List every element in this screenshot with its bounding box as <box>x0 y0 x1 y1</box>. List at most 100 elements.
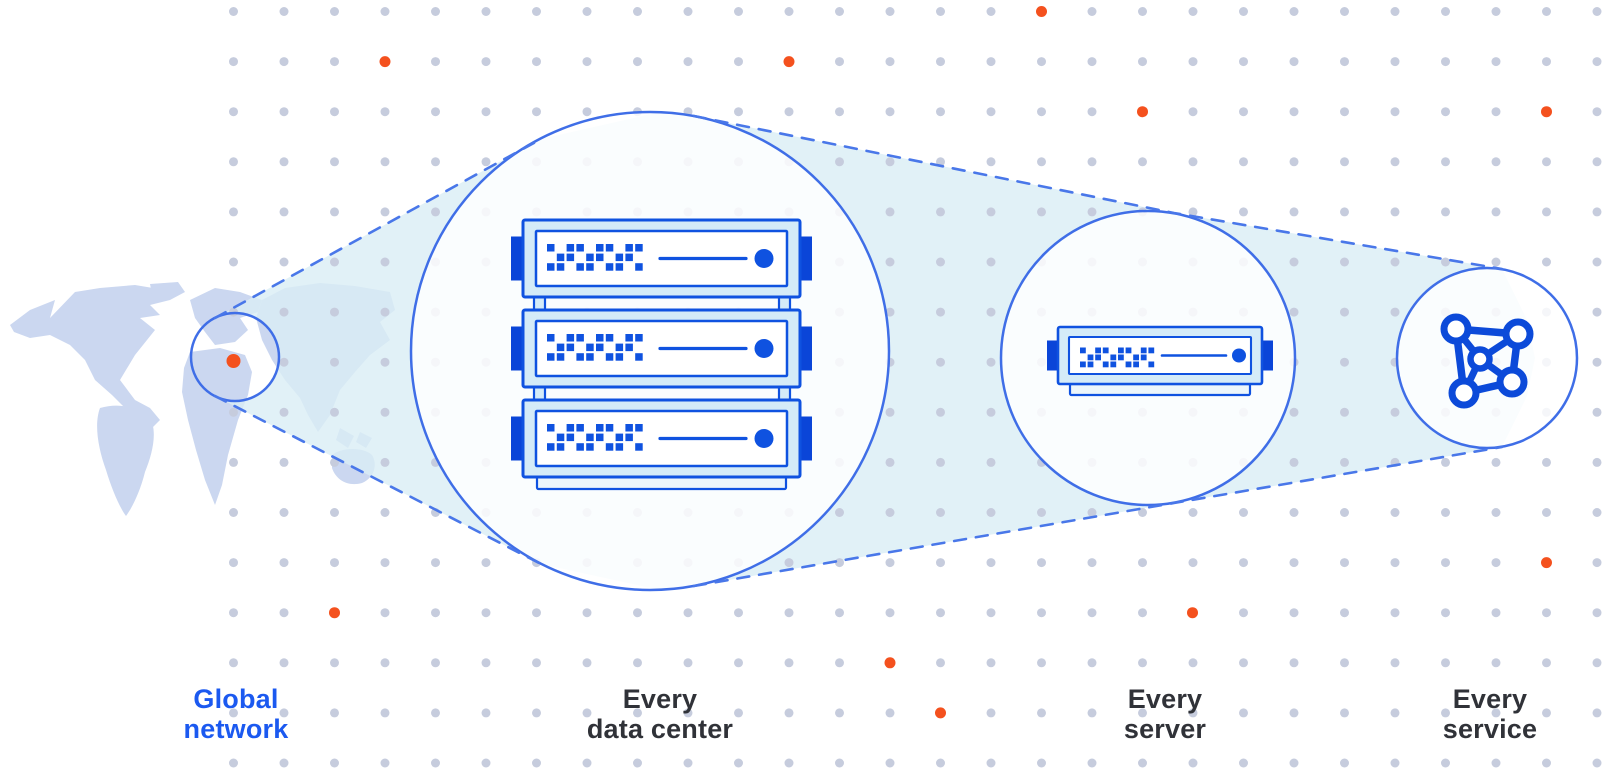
grid-dot <box>633 7 642 16</box>
orange-dot <box>884 657 896 669</box>
grid-dot <box>885 558 895 568</box>
grid-dot <box>229 758 238 768</box>
grid-dot <box>229 407 238 417</box>
graph-node <box>1496 366 1528 398</box>
grid-dot <box>1289 257 1299 267</box>
vent-pixel <box>547 443 555 451</box>
vent-pixel <box>615 433 624 442</box>
grid-dot <box>633 57 642 67</box>
server-led-dot <box>754 429 774 448</box>
vent-pixel <box>1148 361 1155 368</box>
vent-pixel <box>566 253 575 262</box>
grid-dot <box>1188 558 1198 568</box>
label-line-1: Every <box>622 684 698 714</box>
vent-pixel <box>556 443 565 451</box>
grid-dot <box>582 107 592 117</box>
grid-dot <box>835 708 844 718</box>
grid-dot <box>734 107 743 117</box>
grid-dot <box>279 608 289 618</box>
grid-dot <box>734 7 743 16</box>
grid-dot <box>1390 407 1400 417</box>
grid-dot <box>1289 558 1299 568</box>
grid-dot <box>1390 708 1400 718</box>
grid-dot <box>481 107 491 117</box>
grid-dot <box>1289 658 1299 668</box>
grid-dot <box>936 658 945 668</box>
grid-dot <box>1239 157 1248 167</box>
label-line-1: Global <box>193 684 279 714</box>
grid-dot <box>734 758 743 768</box>
grid-dot <box>1239 7 1248 16</box>
grid-dot <box>1087 558 1097 568</box>
grid-dot <box>885 508 895 517</box>
grid-dot <box>683 7 693 16</box>
grid-dot <box>1390 57 1400 67</box>
grid-dot <box>380 157 390 167</box>
vent-pixel <box>586 263 594 271</box>
grid-dot <box>330 7 339 16</box>
server-led-dot <box>754 339 774 358</box>
dashed-line <box>213 394 543 566</box>
grid-dot <box>582 758 592 768</box>
grid-dot <box>683 608 693 618</box>
continent-shape <box>150 282 185 300</box>
server-unit <box>511 398 812 479</box>
grid-dot <box>279 307 289 317</box>
grid-dot <box>481 157 491 167</box>
grid-dot <box>1340 658 1349 668</box>
grid-dot <box>1289 758 1299 768</box>
grid-dot <box>1289 307 1299 317</box>
vent-pixel <box>1110 354 1117 361</box>
grid-dot <box>481 708 491 718</box>
vent-pixel <box>586 343 594 352</box>
vent-pixel <box>556 433 565 442</box>
grid-dot <box>633 658 642 668</box>
grid-dot <box>1542 7 1551 16</box>
grid-dot <box>1188 107 1198 117</box>
grid-dot <box>582 7 592 16</box>
grid-dot <box>1037 107 1046 117</box>
grid-dot <box>1239 608 1248 618</box>
server-side-tab <box>800 416 812 461</box>
grid-dot <box>380 758 390 768</box>
graph-center-node <box>1467 346 1493 372</box>
grid-dot <box>1087 508 1097 517</box>
grid-dot <box>885 57 895 67</box>
vent-pixel <box>1095 354 1101 361</box>
grid-dot <box>229 457 238 467</box>
grid-dot <box>1138 708 1147 718</box>
grid-dot <box>1390 558 1400 568</box>
grid-dot <box>936 608 945 618</box>
grid-dot <box>1188 708 1198 718</box>
grid-dot <box>936 357 945 367</box>
vent-pixel <box>596 253 604 262</box>
grid-dot <box>1441 257 1450 267</box>
server-led-dot <box>1232 348 1246 363</box>
orange-dot <box>935 707 946 719</box>
grid-dot <box>1138 658 1147 668</box>
grid-dot <box>1390 508 1400 517</box>
grid-dot <box>330 357 339 367</box>
grid-dot <box>885 207 895 217</box>
grid-dot <box>1239 508 1248 517</box>
grid-dot <box>734 708 743 718</box>
vent-pixel <box>1140 347 1147 354</box>
grid-dot <box>1340 558 1349 568</box>
orange-dot <box>783 56 795 68</box>
grid-dot <box>1289 207 1299 217</box>
server-side-tab <box>800 326 812 371</box>
grid-dot <box>380 708 390 718</box>
grid-dot <box>380 307 390 317</box>
server-base-bar <box>535 475 788 491</box>
vent-pixel <box>576 424 584 432</box>
grid-dot <box>229 257 238 267</box>
grid-dot <box>431 107 440 117</box>
vent-pixel <box>566 244 575 252</box>
vent-pixel <box>576 443 584 451</box>
vent-pixel <box>586 443 594 451</box>
grid-dot <box>1441 708 1450 718</box>
grid-dot <box>229 207 238 217</box>
grid-dot <box>1087 758 1097 768</box>
grid-dot <box>885 7 895 16</box>
grid-dot <box>885 407 895 417</box>
